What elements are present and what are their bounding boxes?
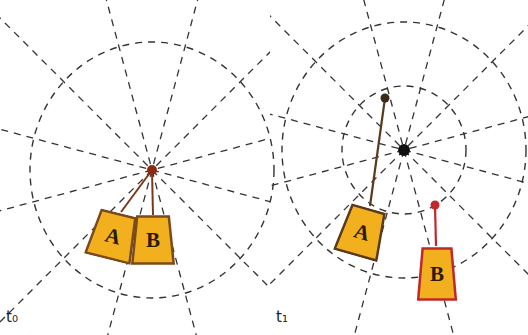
radial-line [337, 0, 472, 335]
outer-circle [282, 22, 526, 278]
bob-label: B [430, 262, 444, 287]
bob-label: A [103, 222, 124, 250]
pivot [431, 201, 440, 210]
bob-content: A [333, 202, 391, 263]
radial-lines [0, 0, 270, 335]
radial-line [270, 0, 528, 334]
time-label: t₁ [276, 308, 288, 326]
outer-circle [30, 42, 274, 298]
pendulum-bob: B [131, 215, 175, 265]
radial-line [0, 0, 270, 335]
bob-content: B [131, 215, 175, 265]
pivot [147, 165, 157, 175]
bob-label: B [146, 228, 160, 253]
radial-line [85, 0, 220, 335]
radial-lines [270, 0, 528, 335]
pendulum-rod [152, 170, 153, 215]
radial-line [85, 0, 220, 335]
pendulum-bob: B [417, 247, 457, 301]
radial-line [270, 83, 528, 218]
radial-line [270, 83, 528, 218]
radial-line [0, 0, 270, 335]
time-label: t₀ [6, 308, 18, 326]
pendulum-rod [435, 205, 436, 246]
pendulum-rod [121, 170, 152, 212]
bob-content: B [417, 247, 457, 301]
pendulum-bob: A [333, 202, 391, 263]
bob-label: A [351, 218, 372, 246]
pendulum-rod [370, 98, 385, 206]
radial-line [337, 0, 472, 335]
center-point [398, 144, 410, 156]
pivot [381, 94, 390, 103]
inner-circle [342, 86, 466, 214]
